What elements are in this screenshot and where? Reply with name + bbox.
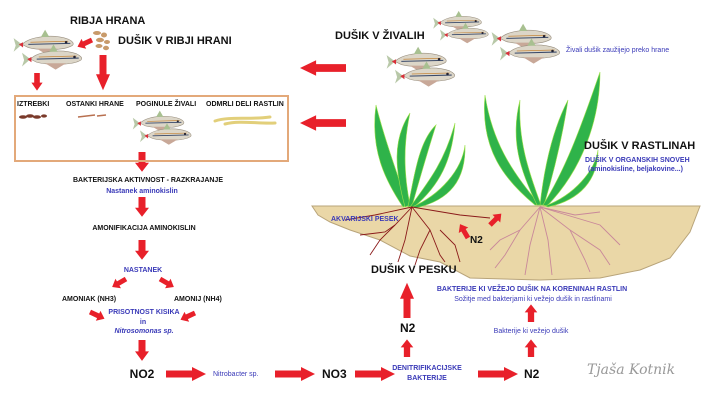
- red-arrow-icon: [135, 240, 149, 260]
- aquatic-plant-icon: [484, 71, 601, 208]
- nitrosomonas-label: Nitrosomonas sp.: [114, 328, 174, 335]
- n2-middle-label: N2: [400, 321, 416, 335]
- amino-formation-label: Nastanek aminokislin: [106, 188, 178, 195]
- formation-label: NASTANEK: [123, 267, 163, 274]
- red-arrow-icon: [275, 367, 315, 381]
- fish-group-icon: [387, 11, 560, 87]
- sand-bed: [311, 205, 701, 281]
- aquatic-plant-icon: [374, 104, 466, 209]
- roots-icon: [344, 206, 491, 266]
- red-arrow-icon: [166, 367, 206, 381]
- red-arrow-icon: [109, 274, 129, 292]
- box-item-food-remains: OSTANKI HRANE: [66, 101, 124, 108]
- fish-food-label: RIBJA HRANA: [70, 15, 146, 27]
- no2-label: NO2: [129, 367, 155, 381]
- denitrifying-bacteria-line2: BAKTERIJE: [407, 375, 447, 382]
- box-item-feces: IZTREBKI: [17, 101, 50, 108]
- fixing-bacteria-label: Bakterije ki vežejo dušik: [493, 328, 569, 335]
- root-bacteria-label: BAKTERIJE KI VEŽEJO DUŠIK NA KORENINAH R…: [436, 286, 628, 293]
- red-arrow-icon: [31, 73, 43, 91]
- red-arrow-icon: [135, 197, 149, 217]
- author-signature: Tjaša Kotnik: [587, 362, 676, 378]
- nitrobacter-label: Nitrobacter sp.: [213, 371, 259, 378]
- symbiosis-label: Sožitje med bakterjami ki vežejo dušik i…: [454, 296, 612, 303]
- no3-label: NO3: [322, 367, 347, 381]
- red-arrow-icon: [87, 307, 107, 324]
- roots-icon: [489, 206, 621, 276]
- ammonia-label: AMONIAK (NH3): [62, 296, 117, 303]
- n2-bottom-label: N2: [524, 367, 540, 381]
- ammonification-label: AMONIFIKACIJA AMINOKISLIN: [92, 225, 196, 232]
- food-remains-icon: [77, 114, 107, 118]
- red-arrow-icon: [300, 60, 346, 76]
- sand-label: AKVARIJSKI PESEK: [331, 216, 399, 223]
- red-arrow-icon: [524, 304, 538, 322]
- fish-group-icon: [14, 30, 82, 70]
- red-arrow-icon: [524, 339, 538, 357]
- denitrifying-bacteria-line1: DENITRIFIKACIJSKE: [392, 365, 462, 372]
- fish-food-icon: [93, 31, 110, 51]
- nitrogen-in-animals-label: DUŠIK V ŽIVALIH: [335, 30, 425, 42]
- red-arrow-icon: [400, 282, 414, 318]
- bacterial-activity-label: BAKTERIJSKA AKTIVNOST - RAZKRAJANJE: [73, 177, 223, 184]
- red-arrow-icon: [157, 274, 177, 292]
- red-arrow-icon: [96, 55, 110, 91]
- oxygen-presence-label: PRISOTNOST KISIKA: [108, 309, 180, 316]
- dead-plant-icon: [213, 115, 277, 126]
- red-arrow-icon: [355, 367, 395, 381]
- and-label: in: [139, 319, 147, 326]
- organic-examples-label: (aminokisline, beljakovine...): [588, 166, 683, 173]
- box-item-dead-animals: POGINULE ŽIVALI: [136, 101, 197, 108]
- red-arrow-icon: [135, 340, 149, 361]
- red-arrow-icon: [478, 367, 518, 381]
- sand-n2-label: N2: [470, 235, 483, 246]
- red-arrow-icon: [178, 308, 198, 325]
- red-arrow-icon: [75, 35, 95, 52]
- nitrogen-in-food-label: DUŠIK V RIBJI HRANI: [118, 35, 232, 47]
- animals-note-label: Živali dušik zaužijejo preko hrane: [566, 47, 670, 54]
- ammonium-label: AMONIJ (NH4): [174, 296, 222, 303]
- red-arrow-icon: [300, 115, 346, 131]
- box-item-dead-plants: ODMRLI DELI RASTLIN: [206, 101, 284, 108]
- feces-icon: [19, 114, 47, 119]
- decomposition-box: [14, 95, 289, 162]
- nitrogen-in-sand-label: DUŠIK V PESKU: [371, 264, 457, 276]
- red-arrow-icon: [400, 339, 414, 357]
- nitrogen-in-plants-label: DUŠIK V RASTLINAH: [584, 140, 696, 152]
- organic-matter-label: DUŠIK V ORGANSKIH SNOVEH: [585, 157, 690, 164]
